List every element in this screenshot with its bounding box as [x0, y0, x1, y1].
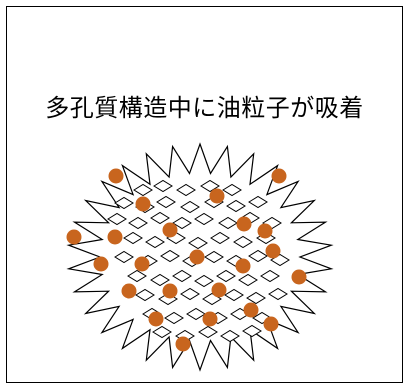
- pore-diamond: [210, 231, 230, 245]
- oil-particle: [236, 216, 252, 232]
- pore-diamond: [114, 250, 134, 264]
- pore-diamond: [156, 195, 176, 209]
- oil-particle: [291, 269, 307, 285]
- oil-particle: [66, 229, 82, 245]
- pore-diamond: [172, 216, 192, 230]
- oil-particle: [271, 168, 287, 184]
- pore-diamond: [246, 291, 266, 305]
- oil-particle: [211, 282, 227, 298]
- pore-diamond: [176, 183, 196, 197]
- pore-diamond: [145, 235, 165, 249]
- pore-diamond: [216, 269, 236, 283]
- pore-diamond: [226, 199, 246, 213]
- oil-particle: [243, 302, 259, 318]
- pore-diamond: [107, 212, 127, 226]
- pore-diamond: [242, 324, 262, 338]
- oil-particle: [209, 188, 225, 204]
- pore-diamond: [133, 183, 153, 197]
- pore-diamond: [123, 231, 143, 245]
- pore-diamond: [194, 274, 214, 288]
- oil-particle: [148, 311, 164, 327]
- pore-diamond: [180, 287, 200, 301]
- caption-text: 多孔質構造中に油粒子が吸着: [45, 94, 364, 122]
- pore-diamond: [180, 200, 200, 214]
- pore-diamond: [128, 216, 148, 230]
- oil-particle: [202, 311, 218, 327]
- pore-diamond: [238, 273, 258, 287]
- pore-diamond: [268, 287, 288, 301]
- oil-particle: [235, 258, 251, 274]
- oil-particle: [93, 256, 109, 272]
- pore-diamond: [172, 269, 192, 283]
- oil-particle: [265, 243, 281, 259]
- oil-particle: [135, 196, 151, 212]
- pore-diamond: [127, 269, 147, 283]
- pore-diamond: [222, 183, 242, 197]
- pore-diamond: [150, 273, 170, 287]
- oil-particle: [121, 283, 137, 299]
- oil-particle: [108, 168, 124, 184]
- pore-diamond: [188, 236, 208, 250]
- pore-diamond: [200, 179, 220, 193]
- pore-diamond: [233, 235, 253, 249]
- oil-particle: [175, 336, 191, 352]
- pore-diamond: [153, 179, 173, 193]
- pore-diamond: [160, 249, 180, 263]
- oil-particle: [162, 283, 178, 299]
- oil-particle: [134, 256, 150, 272]
- oil-particle: [257, 223, 273, 239]
- pore-diamond: [224, 288, 244, 302]
- pore-diamond: [248, 249, 268, 263]
- pore-diamond: [220, 329, 240, 343]
- oil-particle: [263, 316, 279, 332]
- pore-diamond: [164, 311, 184, 325]
- pore-diamond: [248, 195, 268, 209]
- oil-particle: [189, 249, 205, 265]
- pore-diamond: [204, 250, 224, 264]
- pore-diamond: [152, 325, 172, 339]
- pore-diamond: [150, 211, 170, 225]
- oil-particle: [162, 222, 178, 238]
- pore-diamond: [260, 269, 280, 283]
- pore-diamond: [135, 288, 155, 302]
- pore-diamond: [194, 212, 214, 226]
- oil-particle: [107, 229, 123, 245]
- pore-diamond: [198, 325, 218, 339]
- pore-diamond: [114, 196, 134, 210]
